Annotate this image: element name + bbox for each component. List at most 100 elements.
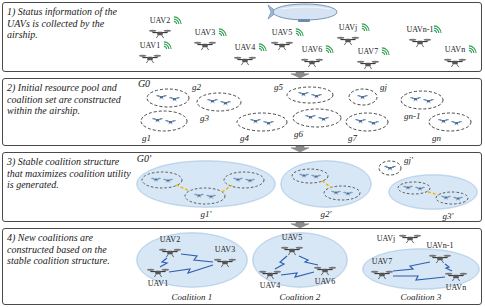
signal-icon (174, 17, 181, 24)
uav-label: UAV3 (195, 28, 215, 38)
ellipse-outline (196, 92, 242, 112)
ellipse-outline (286, 86, 334, 104)
coalition-ellipse: g4 (236, 112, 288, 132)
uav-icon (438, 119, 449, 123)
step-panel: 2) Initial resource pool and coalition s… (2, 78, 482, 146)
coalition-label: g2 (192, 82, 201, 92)
coalition-ellipse: g6 (292, 108, 342, 128)
uav-label: UAV1 (148, 279, 168, 289)
wireless-link (160, 254, 452, 280)
wireless-link (181, 254, 213, 262)
ellipse-outline (287, 87, 333, 103)
signal-icon (362, 24, 369, 31)
ellipse-outline (429, 113, 471, 131)
uav-label: UAV5 (282, 233, 302, 243)
coalition-ellipse: gn (428, 112, 472, 132)
wireless-link (275, 256, 287, 269)
uav-icon (357, 95, 368, 99)
signal-icon (164, 42, 171, 49)
ellipse-outline (292, 108, 342, 128)
ellipse-outline (428, 112, 472, 132)
inner-coalition (436, 192, 468, 204)
uav-icon (444, 59, 466, 67)
uav-icon (368, 121, 379, 125)
uav-icon (343, 192, 353, 196)
uav-label: UAV5 (272, 28, 292, 38)
uav-icon (441, 196, 451, 200)
uav-icon (139, 55, 161, 63)
uav-icon (410, 97, 421, 101)
ellipse-outline (400, 90, 444, 110)
ellipse-outline (379, 161, 401, 175)
uav-icon (220, 101, 231, 105)
uav-label: UAVn-1 (427, 241, 454, 251)
signal-icon (382, 48, 389, 55)
graph-label: G0 (138, 79, 150, 89)
coalition-label: g3' (443, 211, 454, 221)
coalition-ellipse: gj (348, 88, 378, 106)
ellipse-outline (146, 88, 190, 108)
uav-icon (301, 59, 323, 67)
coalition-ellipse: g2 (146, 88, 190, 108)
uav-label: UAVj (377, 234, 396, 244)
coalition-ellipse: g1' (136, 160, 276, 208)
uav-label: UAV6 (302, 45, 322, 55)
step-text: 2) Initial resource pool and coalition s… (7, 82, 131, 117)
uav-icon (250, 119, 261, 123)
uav-label: UAVj (339, 23, 358, 33)
ellipse-outline (136, 160, 276, 208)
uav-icon (355, 119, 366, 123)
ellipse-outline (346, 113, 388, 131)
uav-icon (299, 174, 309, 178)
merge-link (176, 185, 190, 191)
coalition-fill (136, 232, 248, 288)
signal-icon (434, 26, 441, 33)
uav-icon (214, 259, 236, 267)
coalition-label: g5 (274, 82, 283, 92)
wireless-link (169, 265, 213, 273)
wireless-link (299, 256, 318, 265)
uav-icon (152, 118, 163, 122)
uav-icon (403, 186, 413, 190)
merge-link (222, 185, 232, 192)
inner-coalition (185, 188, 225, 204)
uav-label: UAV4 (260, 281, 280, 291)
coalition-label: g1' (201, 209, 212, 219)
uav-icon (165, 120, 176, 124)
uav-icon (207, 99, 218, 103)
merge-link (322, 181, 332, 188)
signal-icon (296, 29, 303, 36)
ellipse-outline (137, 233, 247, 287)
ellipse-outline (137, 161, 275, 207)
uav-icon (233, 178, 243, 182)
coalition-fill (136, 160, 276, 208)
uav-icon (298, 92, 309, 96)
uav-icon (399, 235, 421, 243)
uav-icon (151, 166, 463, 201)
coalition-label: g4 (240, 133, 249, 143)
ellipse-outline (147, 89, 189, 107)
uav-icon (371, 271, 393, 279)
ellipse-outline (197, 93, 241, 111)
uav-icon (139, 30, 466, 69)
wireless-link (393, 262, 430, 271)
inner-coalition (142, 169, 468, 204)
uav-icon (159, 249, 181, 257)
wireless-link (281, 272, 314, 277)
uav-label: UAVn-1 (407, 25, 434, 35)
coalition-label: gn-1 (404, 111, 421, 121)
uav-icon (305, 115, 316, 119)
uav-icon (423, 99, 434, 103)
ellipse-outline (140, 110, 188, 132)
uav-icon (263, 121, 274, 125)
coalition-label: g7 (348, 133, 357, 143)
coalition-ellipse: g2' (280, 160, 372, 208)
uav-label: UAVn (445, 45, 465, 55)
uav-icon (259, 271, 281, 279)
coalition-ellipse: gj' (378, 160, 402, 176)
ellipse-outline (348, 88, 378, 106)
coalition-fill (280, 160, 372, 208)
uav-icon (357, 61, 379, 69)
wireless-link (445, 264, 452, 271)
